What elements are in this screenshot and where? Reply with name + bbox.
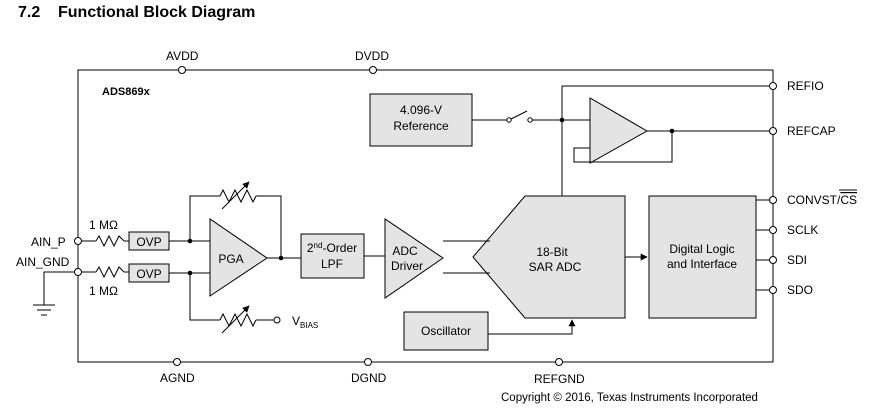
input-resistor-top (95, 234, 125, 248)
convst-text: CONVST/ (787, 193, 841, 207)
lpf-line1: 2nd-Order (307, 241, 357, 255)
ain-gnd-label: AIN_GND (16, 255, 70, 269)
lpf-line2: LPF (321, 257, 343, 271)
lpf-order-number: 2 (307, 241, 314, 255)
junction-dot (187, 270, 193, 276)
dgnd-pin (364, 358, 372, 366)
agnd-pin (173, 358, 181, 366)
ain-gnd-pin (74, 268, 82, 276)
dgnd-label: DGND (351, 371, 387, 385)
adc-driver-line2: Driver (391, 259, 423, 273)
ground-icon (33, 304, 55, 316)
vbias-node (273, 316, 281, 324)
input-resistor-bottom (95, 265, 125, 279)
sar-adc-block (472, 195, 626, 319)
lpf-block (300, 233, 365, 279)
switch-contact-left (506, 117, 512, 123)
reference-line2: Reference (393, 119, 449, 133)
feedback-resistor-adjust-arrow (221, 181, 250, 210)
sar-line1: 18-Bit (536, 245, 568, 259)
agnd-label: AGND (160, 371, 195, 385)
pga-amplifier (209, 218, 268, 297)
ovp-bottom-label: OVP (136, 267, 161, 281)
dvdd-label: DVDD (355, 49, 389, 63)
dvdd-pin (369, 66, 377, 74)
digital-line1: Digital Logic (669, 242, 734, 256)
section-number: 7.2 (18, 4, 40, 21)
pga-label: PGA (218, 252, 243, 266)
adc-driver-line1: ADC (392, 244, 418, 258)
ain-p-pin (74, 237, 82, 245)
junction-dot (187, 238, 193, 244)
vbias-main: V (292, 314, 300, 328)
sdo-label: SDO (787, 283, 813, 297)
refgnd-label: REFGND (534, 372, 585, 386)
reference-switch (510, 110, 528, 120)
oscillator-label: Oscillator (421, 324, 471, 338)
refcap-label: REFCAP (787, 124, 836, 138)
ain-p-label: AIN_P (31, 235, 66, 249)
chip-name: ADS869x (102, 86, 151, 98)
bias-resistor (219, 312, 257, 328)
adc-driver-amplifier (384, 218, 444, 299)
resistor-top-label: 1 MΩ (89, 218, 118, 232)
switch-contact-right (527, 117, 533, 123)
section-title: Functional Block Diagram (58, 4, 255, 21)
vbias-sub: BIAS (300, 321, 318, 330)
sdi-label: SDI (787, 253, 807, 267)
vbias-label: VBIAS (292, 314, 318, 330)
chip-outline (77, 69, 774, 363)
sar-line2: SAR ADC (529, 260, 582, 274)
convst-label: CONVST/CS (787, 193, 857, 207)
ovp-top-label: OVP (136, 235, 161, 249)
refgnd-pin (555, 358, 563, 366)
cs-text: CS (840, 193, 857, 207)
feedback-resistor (219, 188, 257, 204)
refio-pin (769, 82, 777, 90)
resistor-bottom-label: 1 MΩ (89, 284, 118, 298)
sdo-pin (769, 286, 777, 294)
bias-resistor-adjust-arrow (221, 305, 250, 334)
lpf-order-suffix: nd (314, 241, 323, 250)
avdd-label: AVDD (166, 49, 199, 63)
copyright-text: Copyright © 2016, Texas Instruments Inco… (501, 392, 758, 404)
digital-line2: and Interface (667, 257, 737, 271)
oscillator-to-adc-arrow (488, 319, 576, 335)
sdi-pin (769, 256, 777, 264)
junction-dot (559, 117, 565, 123)
sclk-pin (769, 226, 777, 234)
reference-line1: 4.096-V (400, 103, 442, 117)
avdd-pin (178, 66, 186, 74)
lpf-order-text: -Order (322, 241, 357, 255)
reference-buffer-amplifier (589, 97, 649, 164)
oscillator-block (403, 311, 489, 351)
digital-logic-block (648, 195, 757, 319)
refio-label: REFIO (787, 79, 824, 93)
convst-cs-pin (769, 196, 777, 204)
refcap-pin (769, 127, 777, 135)
sclk-label: SCLK (787, 223, 818, 237)
reference-block (369, 93, 473, 147)
